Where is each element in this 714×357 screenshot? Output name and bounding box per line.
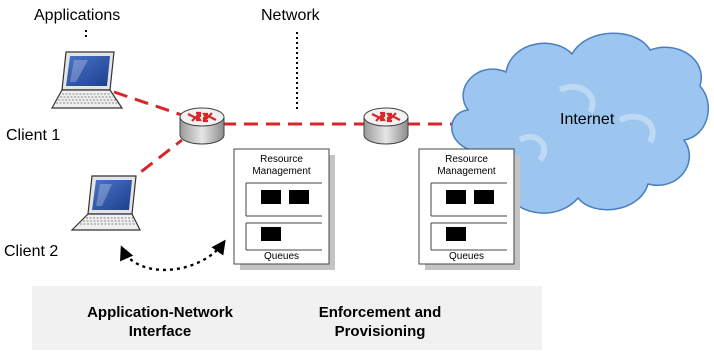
internet-label: Internet	[560, 111, 615, 128]
footer-right-line1: Enforcement and	[318, 304, 442, 321]
applications-label: Applications	[34, 7, 121, 24]
footer-right-line2: Provisioning	[334, 323, 426, 340]
resource-box-1	[233, 148, 335, 270]
footer-band	[32, 286, 542, 350]
footer-left-line1: Application-Network	[87, 304, 233, 321]
link-client1-router1	[113, 90, 183, 117]
router2-icon	[363, 107, 409, 145]
resource-box-1-title-line1: Resource	[260, 154, 303, 165]
client2-label: Client 2	[4, 243, 59, 260]
resource-box-2	[418, 148, 520, 270]
client2-laptop-icon	[70, 175, 141, 231]
network-label: Network	[261, 7, 320, 24]
queue-packet	[446, 227, 466, 241]
resource-box-1-queues-label: Queues	[263, 251, 300, 262]
queue-packet	[261, 227, 281, 241]
footer-left-line2: Interface	[128, 323, 192, 340]
queue-packet	[474, 190, 494, 204]
client1-laptop-icon	[50, 51, 124, 109]
client1-label: Client 1	[6, 127, 61, 144]
queue-packet	[289, 190, 309, 204]
queue-packet	[446, 190, 466, 204]
queue-packet	[261, 190, 281, 204]
resource-box-1-title-line2: Management	[252, 166, 311, 177]
router1-icon	[179, 107, 225, 145]
resource-box-2-title-line1: Resource	[445, 154, 488, 165]
interface-arrow	[120, 239, 226, 271]
resource-box-2-queues-label: Queues	[448, 251, 485, 262]
resource-box-2-title-line2: Management	[437, 166, 496, 177]
